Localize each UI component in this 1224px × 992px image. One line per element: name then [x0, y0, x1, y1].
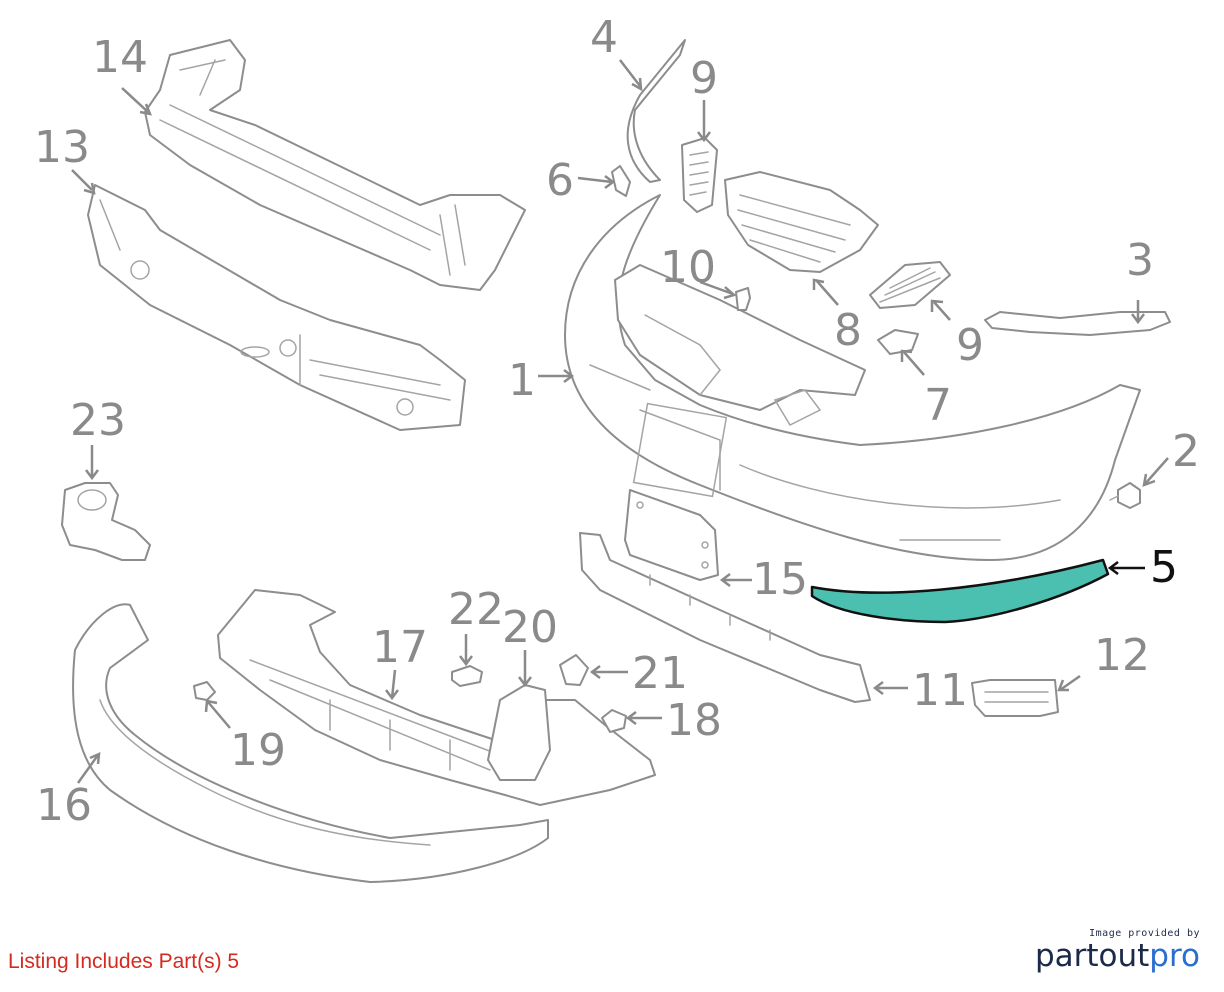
listing-note: Listing Includes Part(s) 5: [8, 950, 240, 973]
callout-3: 3: [1126, 235, 1154, 286]
part-11-lower-bracket: [579, 532, 871, 703]
brand-name: partoutpro: [1035, 939, 1200, 973]
callout-17: 17: [372, 622, 428, 673]
callout-18: 18: [666, 695, 722, 746]
callout-10: 10: [660, 242, 716, 293]
part-16-lower-spoiler: [72, 603, 549, 883]
callout-22: 22: [448, 584, 504, 635]
part-5-lip-spoiler: [810, 558, 1110, 624]
part-4-trim-strip: [626, 39, 686, 183]
part-9-grille-left: [681, 137, 718, 213]
callout-14: 14: [92, 32, 148, 83]
part-21-clip: [559, 654, 589, 686]
part-9-grille-right: [869, 261, 951, 309]
callout-9-top: 9: [690, 53, 718, 104]
callout-16: 16: [36, 780, 92, 831]
callout-5: 5: [1150, 542, 1178, 593]
callout-15: 15: [752, 554, 808, 605]
part-3-bracket: [984, 311, 1171, 336]
callout-21: 21: [632, 648, 688, 699]
callout-arrows: [71, 59, 1169, 784]
brand-name-part2: pro: [1149, 938, 1200, 974]
callout-labels: 14 13 4 9 6 10 3 8 9 7 1 2 23 5 15 22 20…: [34, 12, 1200, 831]
part-23-sensor: [61, 482, 151, 561]
part-18-bolt: [601, 709, 627, 733]
callout-13: 13: [34, 122, 90, 173]
part-1-bumper-cover: [564, 194, 1141, 561]
callout-1: 1: [508, 355, 536, 406]
callout-7: 7: [924, 380, 952, 431]
callout-11: 11: [912, 665, 968, 716]
callout-8: 8: [834, 305, 862, 356]
part-12-grille-piece: [971, 679, 1059, 717]
callout-2: 2: [1172, 426, 1200, 477]
callout-9-right: 9: [956, 320, 984, 371]
callout-12: 12: [1094, 630, 1150, 681]
part-7-cover: [877, 329, 919, 355]
callout-23: 23: [70, 395, 126, 446]
part-22-clip: [451, 665, 483, 687]
brand-name-part1: partout: [1034, 938, 1150, 974]
callout-20: 20: [502, 602, 558, 653]
part-2-screw: [1109, 482, 1141, 509]
callout-6: 6: [546, 155, 574, 206]
part-8-main-grille: [724, 171, 879, 273]
brand-tagline: Image provided by: [1089, 928, 1200, 939]
part-19-nut: [193, 681, 216, 701]
part-14-reinforcement-bar: [144, 39, 526, 291]
callout-19: 19: [230, 725, 286, 776]
part-10-clip: [735, 287, 751, 311]
callout-4: 4: [590, 12, 618, 63]
part-15-license-plate-bracket: [624, 489, 719, 581]
part-6-cap: [611, 165, 631, 197]
part-13-energy-absorber: [87, 184, 466, 431]
brand-logo: Image provided by partoutpro: [1035, 928, 1200, 973]
